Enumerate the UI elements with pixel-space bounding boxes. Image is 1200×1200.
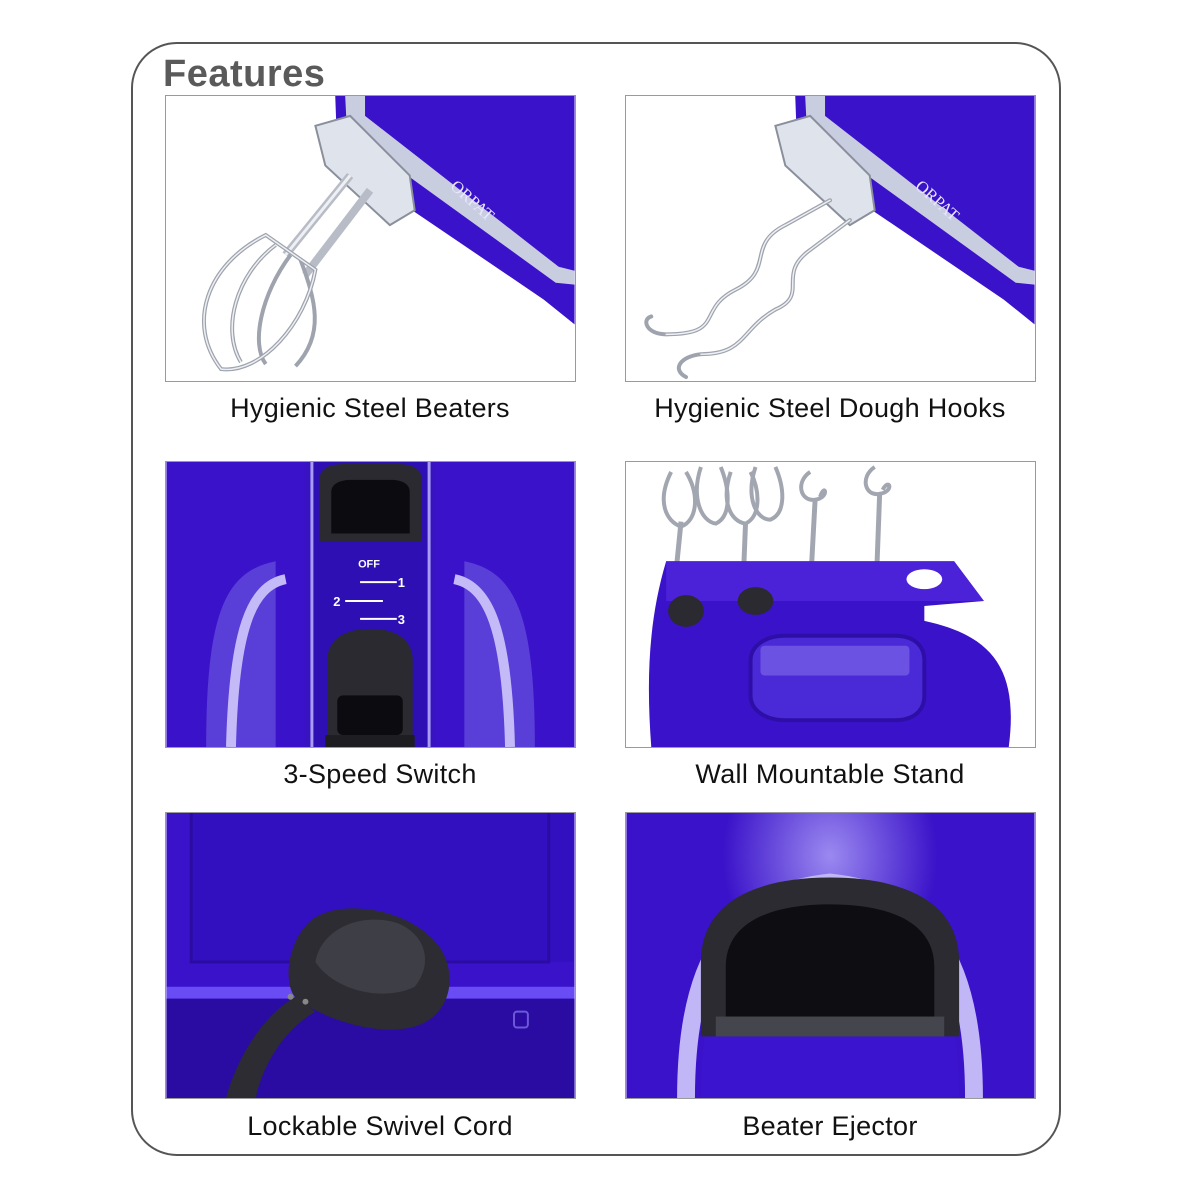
feature-label-wall-stand: Wall Mountable Stand <box>695 759 965 789</box>
dough-hooks-image: ORPAT <box>625 95 1036 382</box>
wall-stand-illustration <box>626 462 1035 747</box>
switch-speed-2: 2 <box>333 594 340 609</box>
switch-speed-3: 3 <box>398 612 405 627</box>
speed-switch-image: OFF 1 2 3 <box>165 461 576 748</box>
switch-off-label: OFF <box>358 558 380 570</box>
feature-label-speed-switch: 3-Speed Switch <box>283 759 477 789</box>
feature-label-swivel-cord: Lockable Swivel Cord <box>247 1111 513 1141</box>
steel-beaters-image: ORPAT <box>165 95 576 382</box>
wall-stand-image <box>625 461 1036 748</box>
feature-label-beaters: Hygienic Steel Beaters <box>230 393 510 423</box>
speed-switch-illustration: OFF 1 2 3 <box>166 462 575 747</box>
beater-ejector-image <box>625 812 1036 1099</box>
swivel-cord-illustration <box>166 813 575 1098</box>
swivel-cord-image <box>165 812 576 1099</box>
mixer-beaters-illustration: ORPAT <box>166 96 575 381</box>
dough-hooks-illustration: ORPAT <box>626 96 1035 381</box>
beater-ejector-illustration <box>626 813 1035 1098</box>
feature-label-beater-ejector: Beater Ejector <box>742 1111 918 1141</box>
feature-label-dough-hooks: Hygienic Steel Dough Hooks <box>654 393 1006 423</box>
switch-speed-1: 1 <box>398 575 405 590</box>
features-heading: Features <box>163 53 326 95</box>
